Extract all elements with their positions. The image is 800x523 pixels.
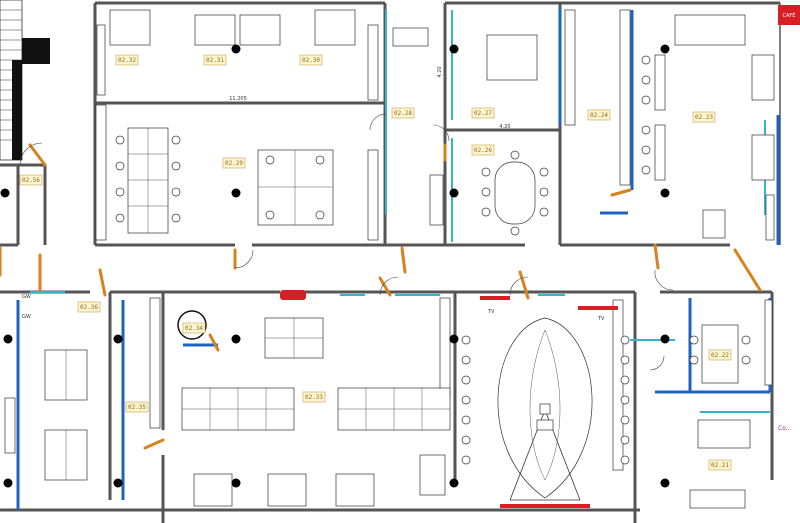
svg-text:02.26: 02.26 (474, 147, 492, 154)
room-label-0223: 02.23 (692, 111, 716, 123)
gw-label-bottom: GW (22, 314, 31, 320)
room-label-0229: 02.29 (222, 157, 246, 169)
svg-text:02.22: 02.22 (711, 352, 729, 359)
doors (0, 113, 762, 450)
meeting-room-0222 (689, 324, 751, 509)
room-label-0228: 02.28 (391, 107, 415, 119)
svg-text:02.56: 02.56 (22, 177, 40, 184)
svg-text:02.27: 02.27 (474, 110, 492, 117)
meeting-room-0226 (481, 150, 549, 236)
tv-label-left: TV (487, 309, 495, 315)
room-label-0227: 02.27 (471, 107, 495, 119)
room-label-0236: 02.36 (77, 301, 101, 313)
room-label-0232: 02.32 (115, 54, 139, 66)
staircase (0, 0, 50, 161)
room-label-0222: 02.22 (708, 349, 732, 361)
svg-text:02.28: 02.28 (394, 110, 412, 117)
svg-text:02.29: 02.29 (225, 160, 243, 167)
svg-text:02.35: 02.35 (128, 404, 146, 411)
room-label-0231: 02.31 (203, 54, 227, 66)
tv-screens (280, 5, 800, 508)
desks-room-0223 (641, 54, 775, 239)
structural-columns (0, 44, 670, 488)
side-note: Co... (778, 425, 792, 432)
desks-top-row (109, 9, 746, 81)
room-label-0230: 02.30 (299, 54, 323, 66)
svg-text:02.24: 02.24 (590, 112, 608, 119)
storage-cabinets (4, 9, 775, 471)
room-label-0226: 02.26 (471, 144, 495, 156)
gw-label-top: GW (22, 294, 31, 300)
room-label-0235: 02.35 (125, 401, 149, 413)
svg-text:02.33: 02.33 (305, 394, 323, 401)
svg-text:02.36: 02.36 (80, 304, 98, 311)
boardroom-table (461, 317, 630, 501)
tv-label-right: TV (597, 316, 605, 322)
svg-text:02.30: 02.30 (302, 57, 320, 64)
dimension-left: 4.20 (437, 66, 443, 77)
room-label-0221: 02.21 (708, 459, 732, 471)
room-label-0233: 02.33 (302, 391, 326, 403)
svg-text:02.23: 02.23 (695, 114, 713, 121)
desks-room-0229 (115, 127, 334, 234)
room-label-0234: 02.34 (182, 322, 206, 334)
svg-text:02.34: 02.34 (185, 325, 203, 332)
desks-room-0233 (181, 317, 451, 507)
corner-tag: CAFÉ (783, 11, 796, 19)
glass-partitions (16, 8, 780, 510)
svg-text:02.21: 02.21 (711, 462, 729, 469)
walls (0, 1, 781, 523)
room-label-0224: 02.24 (587, 109, 611, 121)
room-label-0256: 02.56 (19, 174, 43, 186)
svg-text:02.32: 02.32 (118, 57, 136, 64)
dimension-top: 11.205 (229, 96, 247, 102)
dimension-mid: 4.20 (499, 124, 510, 130)
svg-text:02.31: 02.31 (206, 57, 224, 64)
desks-room-0234 (44, 349, 88, 481)
